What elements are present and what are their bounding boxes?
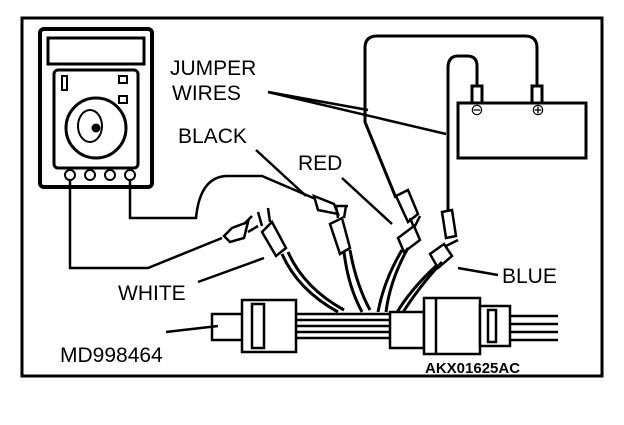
label-tool-number: MD998464: [60, 344, 163, 367]
label-blue: BLUE: [502, 265, 557, 288]
meter-lead-black: [128, 174, 319, 220]
clip-red-harness: [396, 215, 422, 254]
connector-harness-icon: [210, 296, 558, 356]
jumper-wire-negative: [446, 54, 479, 212]
leader-lines: [165, 90, 499, 334]
label-wires: WIRES: [172, 82, 241, 105]
battery-negative-terminal: ⊖: [470, 102, 483, 119]
label-red: RED: [298, 152, 342, 175]
meter-lead-white: [68, 180, 223, 270]
clip-blue-jumper: [440, 208, 458, 240]
battery-icon: [456, 84, 588, 160]
label-white: WHITE: [118, 282, 186, 305]
jumper-wire-positive: [363, 34, 539, 199]
clip-black-meter: [312, 193, 348, 216]
battery-positive-terminal: ⊕: [531, 102, 544, 119]
label-jumper: JUMPER: [170, 57, 256, 80]
multimeter-icon: [38, 27, 154, 189]
figure-code: AKX01625AC: [425, 360, 520, 377]
harness-leads: [280, 247, 444, 315]
clip-blue-harness: [428, 238, 459, 270]
figure-border: [20, 16, 604, 378]
clip-white-harness: [256, 207, 288, 258]
clip-black-harness: [328, 205, 352, 256]
clip-white-meter: [222, 215, 259, 244]
label-black: BLACK: [178, 125, 247, 148]
